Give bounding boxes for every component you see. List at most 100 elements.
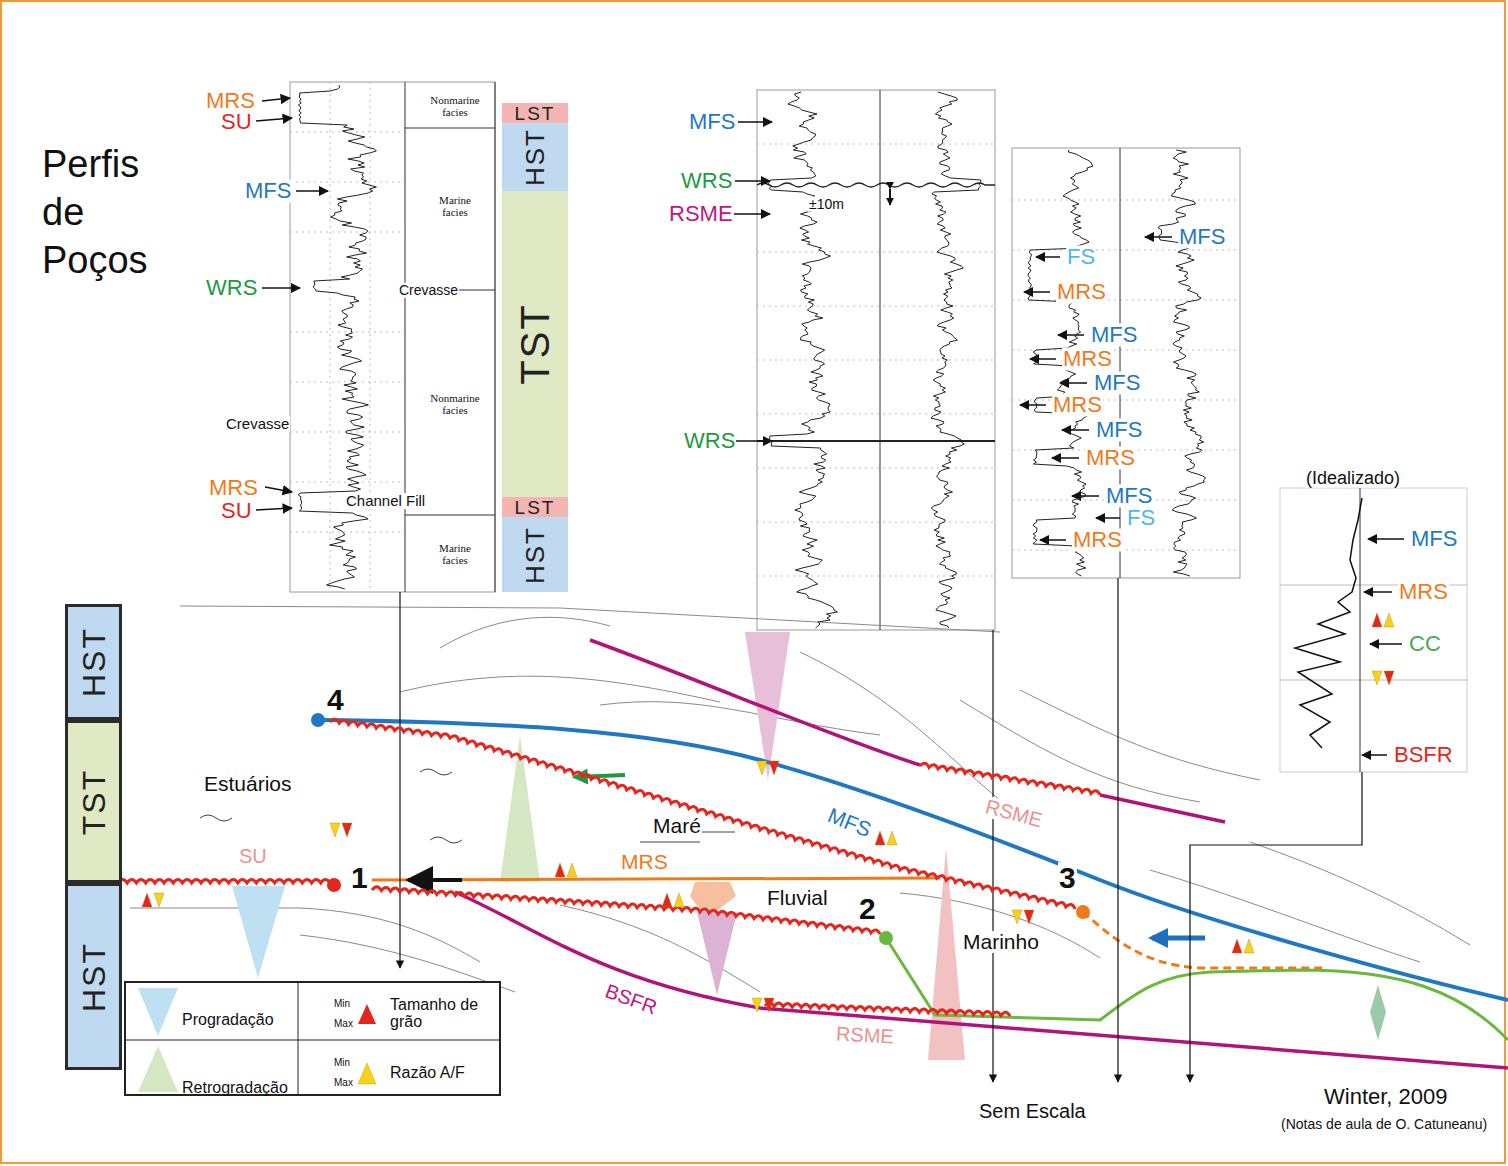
clinoform-lines — [130, 606, 1470, 992]
trend-icon — [757, 761, 767, 775]
surface-label: Marine facies — [426, 543, 484, 566]
surface-label: WRS — [680, 169, 733, 192]
surface-label: Maré — [652, 815, 702, 837]
trend-icon — [330, 823, 340, 837]
surface-label: Estuários — [203, 773, 293, 795]
trend-icon — [567, 863, 577, 877]
surface-label: MFS — [244, 179, 292, 202]
systems-tract-band: HST — [502, 123, 568, 191]
surface-label: 2 — [858, 893, 877, 925]
erosional-surface — [765, 1003, 1010, 1016]
trend-icon — [342, 823, 352, 837]
surface-label: (Notas de aula de O. Catuneanu) — [1280, 1117, 1488, 1132]
systems-tract-band: HST — [502, 517, 568, 592]
erosional-surface — [372, 887, 880, 934]
trend-icon — [1244, 939, 1254, 953]
systems-tract-label: LST — [515, 104, 556, 123]
surface-label: MFS — [1178, 225, 1226, 248]
surface-label: 3 — [1058, 862, 1077, 894]
trend-icon — [1012, 910, 1022, 924]
surface-label: SU — [220, 110, 253, 133]
systems-tract-label: HST — [522, 128, 548, 186]
well-log-panel — [290, 82, 495, 592]
surface-label: Max — [333, 1019, 354, 1030]
well-log-curve — [931, 92, 981, 628]
surface-label: ±10m — [808, 197, 845, 212]
surface-label: RSME — [834, 1024, 895, 1048]
trend-icon — [887, 831, 897, 845]
surface-label: Sem Escala — [978, 1101, 1087, 1122]
surface-label: Crevasse — [225, 416, 290, 432]
surface-label: WRS — [683, 429, 736, 452]
legend-box — [125, 982, 500, 1095]
surface-label: (Idealizado) — [1305, 469, 1401, 488]
surface-label: FS — [1126, 506, 1156, 529]
well-log-curve — [298, 85, 376, 589]
surface-label: Nonmarine facies — [426, 95, 484, 118]
trend-icon — [752, 998, 762, 1012]
diagram-title: Perfis de Poços — [42, 140, 162, 284]
surface-label: MFS — [1410, 527, 1458, 550]
surface-label: MRS — [1398, 580, 1449, 603]
systems-tract-label: LST — [515, 498, 556, 517]
surface-label: MFS — [1095, 418, 1143, 441]
surface-label: Min — [333, 999, 351, 1010]
surface-label: Marinho — [962, 931, 1040, 953]
trend-icon — [769, 761, 779, 775]
legend-label: Razão A/F — [390, 1065, 465, 1082]
systems-tract-band: LST — [502, 497, 568, 517]
surface-label: BSFR — [1393, 743, 1454, 766]
trend-icon — [875, 831, 885, 845]
trend-icon — [1024, 910, 1034, 924]
surface-label: MRS — [1062, 347, 1113, 370]
surface-label: MRS — [1072, 528, 1123, 551]
erosional-surface — [330, 719, 1075, 909]
systems-tract-band: TST — [502, 191, 568, 497]
legend-label: Progradação — [182, 1012, 274, 1029]
leader-arrows — [256, 98, 1404, 755]
trend-icon — [154, 893, 164, 907]
systems-tract-label: HST — [78, 627, 110, 697]
surface-point — [311, 713, 325, 727]
surface-label: RSME — [982, 796, 1045, 832]
systems-tract-label: TST — [515, 303, 555, 385]
surface-label: Marine facies — [426, 195, 484, 218]
surface-label: BSFR — [601, 980, 660, 1019]
trend-icon — [1384, 613, 1394, 627]
surface-label: Crevasse — [398, 283, 459, 298]
trend-icon — [1372, 671, 1382, 685]
surface-label: MRS — [1056, 280, 1107, 303]
surface-label: Channel Fill — [345, 493, 426, 509]
surface-label: Winter, 2009 — [1323, 1085, 1449, 1108]
surface-label: SU — [220, 499, 253, 522]
systems-tract-band: LST — [502, 103, 568, 123]
surface-label: MRS — [208, 476, 259, 499]
well-log-panel — [757, 90, 995, 630]
surface-label: FS — [1066, 245, 1096, 268]
surface-label: Min — [333, 1058, 351, 1069]
surface-label: MRS — [1052, 393, 1103, 416]
trend-icon — [1384, 671, 1394, 685]
systems-tract-band: HST — [65, 883, 122, 1070]
surface-label: MRS — [620, 851, 669, 873]
surface-point — [1076, 905, 1090, 919]
surface-label: MFS — [1090, 323, 1138, 346]
surface-label: 4 — [326, 684, 345, 716]
trend-icon — [142, 893, 152, 907]
legend-label: Retrogradação — [182, 1080, 288, 1097]
surface-label: SU — [238, 846, 268, 867]
trend-icon — [674, 893, 684, 907]
trend-icon — [555, 863, 565, 877]
well-log-panel — [1012, 148, 1240, 578]
idealized-log — [1280, 488, 1467, 772]
trend-icon — [764, 998, 774, 1012]
surface-label: Nonmarine facies — [426, 393, 484, 416]
trend-icon — [662, 893, 672, 907]
well-position-lines — [400, 578, 1362, 1082]
surface-label: Fluvial — [766, 887, 829, 909]
surface-label: MRS — [205, 89, 256, 112]
surface-label: 1 — [350, 862, 369, 894]
